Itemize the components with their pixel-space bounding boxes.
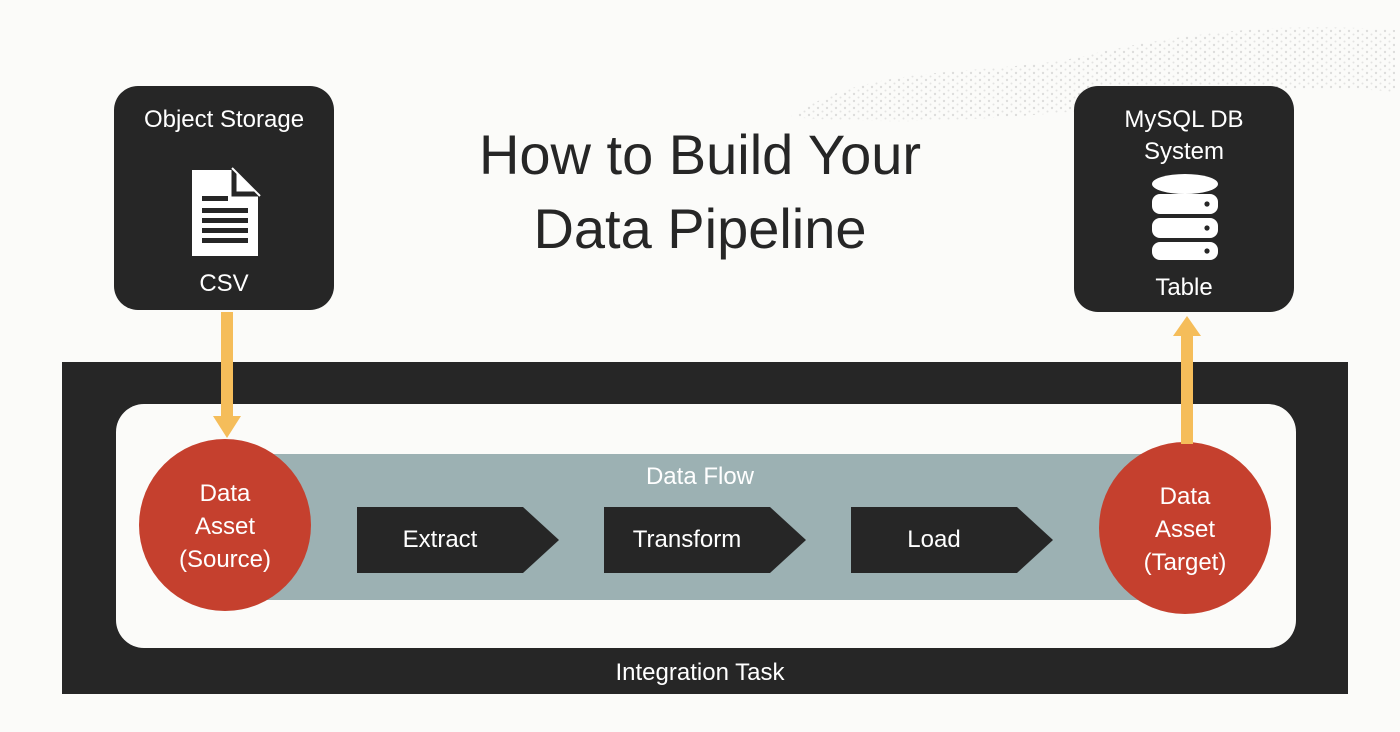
object-storage-box: Object Storage CSV bbox=[114, 86, 334, 310]
diagram-title-line-1: How to Build Your bbox=[478, 123, 922, 186]
data-flow-label: Data Flow bbox=[645, 463, 755, 490]
arrow-up-icon bbox=[1173, 316, 1201, 444]
target-asset-line-2: Asset bbox=[1154, 516, 1216, 543]
step-load-shape bbox=[851, 507, 1053, 573]
step-extract-shape bbox=[357, 507, 559, 573]
mysql-db-label-line-1: MySQL DB bbox=[1124, 106, 1244, 133]
step-load-label: Load bbox=[907, 526, 961, 553]
arrow-down-icon bbox=[213, 312, 241, 438]
target-asset-line-1: Data bbox=[1159, 483, 1211, 510]
mysql-db-system-box: MySQL DB System Table bbox=[1074, 86, 1294, 312]
mysql-db-label-line-2: System bbox=[1143, 138, 1224, 165]
data-asset-target-circle: Data Asset (Target) bbox=[1099, 442, 1271, 614]
diagram-title-line-2: Data Pipeline bbox=[533, 197, 867, 260]
step-load: Load bbox=[851, 507, 1053, 573]
step-transform-label: Transform bbox=[632, 526, 742, 553]
target-asset-line-3: (Target) bbox=[1143, 549, 1227, 576]
step-extract-label: Extract bbox=[402, 526, 478, 553]
object-storage-label: Object Storage bbox=[143, 106, 305, 133]
database-icon bbox=[1152, 174, 1218, 260]
document-icon bbox=[192, 167, 261, 256]
source-asset-line-3: (Source) bbox=[178, 546, 272, 573]
source-asset-line-2: Asset bbox=[194, 513, 256, 540]
dotted-texture-decoration bbox=[790, 27, 1395, 122]
source-asset-line-1: Data bbox=[199, 480, 251, 507]
data-asset-source-circle: Data Asset (Source) bbox=[139, 439, 311, 611]
step-transform-shape bbox=[604, 507, 806, 573]
step-extract: Extract bbox=[357, 507, 559, 573]
step-transform: Transform bbox=[604, 507, 806, 573]
integration-task-label: Integration Task bbox=[615, 659, 785, 686]
table-label: Table bbox=[1155, 274, 1213, 301]
csv-label: CSV bbox=[199, 270, 249, 297]
